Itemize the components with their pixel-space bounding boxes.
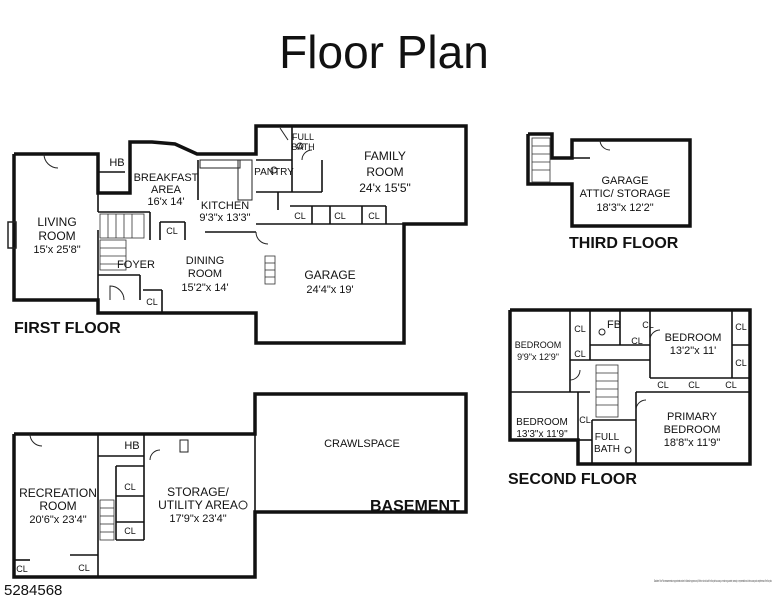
- garage-dims: 24'4"x 19': [306, 284, 353, 296]
- third-floor-heading: THIRD FLOOR: [569, 235, 679, 252]
- storage-utility-dims: 17'9"x 23'4": [169, 513, 226, 525]
- closet-label: CL: [166, 226, 178, 236]
- recreation-room-label-2: ROOM: [39, 499, 76, 513]
- garage-attic-label: GARAGE: [601, 175, 648, 187]
- second-floor-plan: [508, 308, 752, 466]
- living-room-label: LIVING: [37, 215, 76, 229]
- first-floor-plan: [7, 124, 468, 345]
- breakfast-area-label: BREAKFAST: [134, 172, 199, 184]
- garage-attic-label-2: ATTIC/ STORAGE: [580, 188, 671, 200]
- listing-id: 5284568: [4, 582, 62, 599]
- closet-label: CL: [688, 380, 700, 390]
- foyer-label: FOYER: [117, 259, 155, 271]
- third-floor-plan: [526, 132, 692, 228]
- bedroom-b-label: BEDROOM: [665, 332, 722, 344]
- family-room-dims: 24'x 15'5": [359, 181, 411, 195]
- dining-room-label-2: ROOM: [188, 268, 222, 280]
- closet-label: CL: [579, 415, 591, 425]
- basement-heading: BASEMENT: [370, 498, 460, 515]
- bedroom-b-dims: 13'2"x 11': [670, 345, 716, 357]
- closet-label: CL: [725, 380, 737, 390]
- bedroom-a-label: BEDROOM: [515, 340, 562, 350]
- recreation-room-label: RECREATION: [19, 486, 97, 500]
- closet-label: CL: [124, 526, 136, 536]
- closet-label: CL: [735, 358, 747, 368]
- full-bath-second-label-2: BATH: [594, 444, 620, 455]
- kitchen-label: KITCHEN: [201, 200, 249, 212]
- closet-label: CL: [146, 297, 158, 307]
- family-room-label: FAMILY: [364, 149, 406, 163]
- closet-label: CL: [735, 322, 747, 332]
- first-floor-heading: FIRST FLOOR: [14, 320, 121, 337]
- second-floor-heading: SECOND FLOOR: [508, 471, 637, 488]
- closet-label: CL: [574, 349, 586, 359]
- recreation-room-dims: 20'6"x 23'4": [29, 514, 86, 526]
- bedroom-c-dims: 13'3"x 11'9": [516, 429, 568, 440]
- closet-label: CL: [124, 482, 136, 492]
- closet-label: CL: [368, 211, 380, 221]
- living-room-label-2: ROOM: [38, 229, 75, 243]
- closet-label: CL: [16, 564, 28, 574]
- family-room-label-2: ROOM: [366, 165, 403, 179]
- kitchen-dims: 9'3"x 13'3": [199, 212, 250, 224]
- dining-room-label: DINING: [186, 255, 225, 267]
- closet-label: CL: [574, 324, 586, 334]
- primary-bedroom-label-2: BEDROOM: [664, 424, 721, 436]
- dining-room-dims: 15'2"x 14': [181, 282, 228, 294]
- primary-bedroom-label: PRIMARY: [667, 411, 718, 423]
- closet-label: CL: [642, 320, 654, 330]
- bedroom-c-label: BEDROOM: [516, 417, 568, 428]
- closet-label: CL: [657, 380, 669, 390]
- breakfast-area-label-2: AREA: [151, 184, 182, 196]
- closet-label: CL: [294, 211, 306, 221]
- closet-label: CL: [631, 336, 643, 346]
- crawlspace-label: CRAWLSPACE: [324, 438, 400, 450]
- garage-label: GARAGE: [304, 268, 355, 282]
- living-room-dims: 15'x 25'8": [33, 244, 80, 256]
- fb-second-label: FB: [607, 319, 621, 331]
- storage-utility-label-2: UTILITY AREA: [158, 498, 238, 512]
- breakfast-area-dims: 16'x 14': [147, 196, 184, 208]
- full-bath-first-label-2: BATH: [291, 142, 314, 152]
- bedroom-a-dims: 9'9"x 12'9": [517, 352, 559, 362]
- closet-label: CL: [78, 563, 90, 573]
- half-bath-basement-label: HB: [124, 440, 139, 452]
- disclaimer-text: Disclaimer: Floor Plan measurements are …: [654, 578, 772, 583]
- closet-label: CL: [334, 211, 346, 221]
- plan-title: Floor Plan: [279, 26, 489, 78]
- pantry-label: PANTRY: [254, 167, 294, 178]
- storage-utility-label: STORAGE/: [167, 485, 229, 499]
- garage-attic-dims: 18'3"x 12'2": [596, 202, 653, 214]
- full-bath-first-label: FULL: [292, 132, 314, 142]
- primary-bedroom-dims: 18'8"x 11'9": [664, 437, 721, 449]
- basement-plan: [12, 392, 468, 579]
- full-bath-second-label: FULL: [595, 432, 620, 443]
- half-bath-label: HB: [109, 157, 124, 169]
